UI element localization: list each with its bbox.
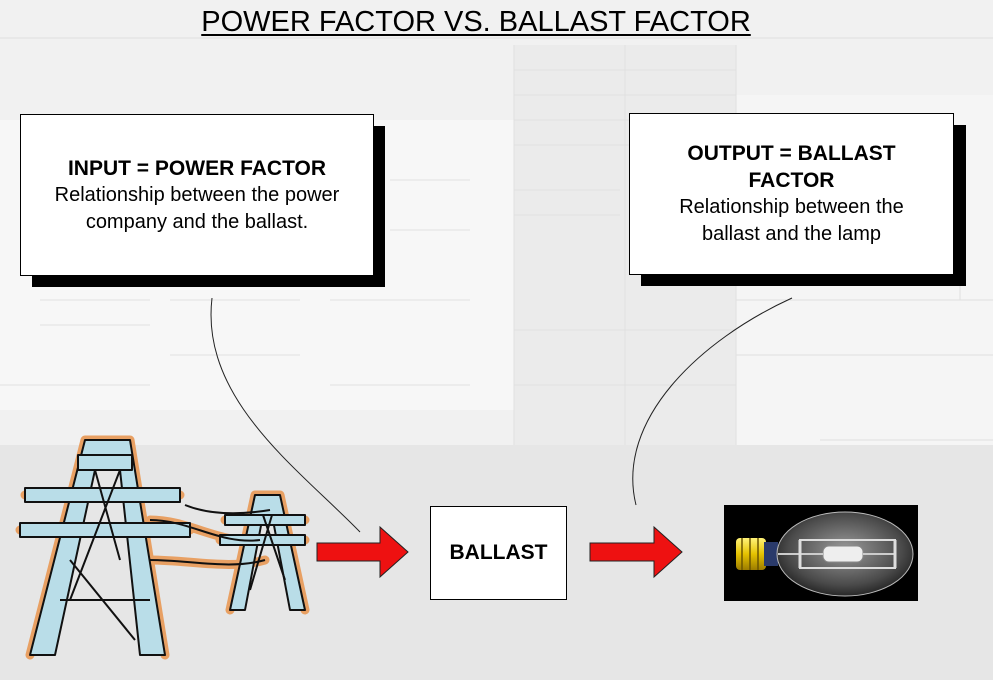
input-box-body: Relationship between the power company a… xyxy=(54,183,340,233)
output-box-body: Relationship between the ballast and the… xyxy=(679,196,904,245)
output-box: OUTPUT = BALLAST FACTOR Relationship bet… xyxy=(629,113,954,275)
output-box-heading: OUTPUT = BALLAST FACTOR xyxy=(687,142,896,192)
input-connector-line xyxy=(210,297,361,533)
output-connector-line xyxy=(632,297,793,506)
ballast-box: BALLAST xyxy=(430,506,567,600)
right-arrow-icon xyxy=(316,525,409,579)
right-arrow-icon xyxy=(589,525,683,579)
page-title: POWER FACTOR VS. BALLAST FACTOR xyxy=(201,6,751,38)
input-box-heading: INPUT = POWER FACTOR xyxy=(67,156,327,180)
input-box: INPUT = POWER FACTOR Relationship betwee… xyxy=(20,114,374,276)
